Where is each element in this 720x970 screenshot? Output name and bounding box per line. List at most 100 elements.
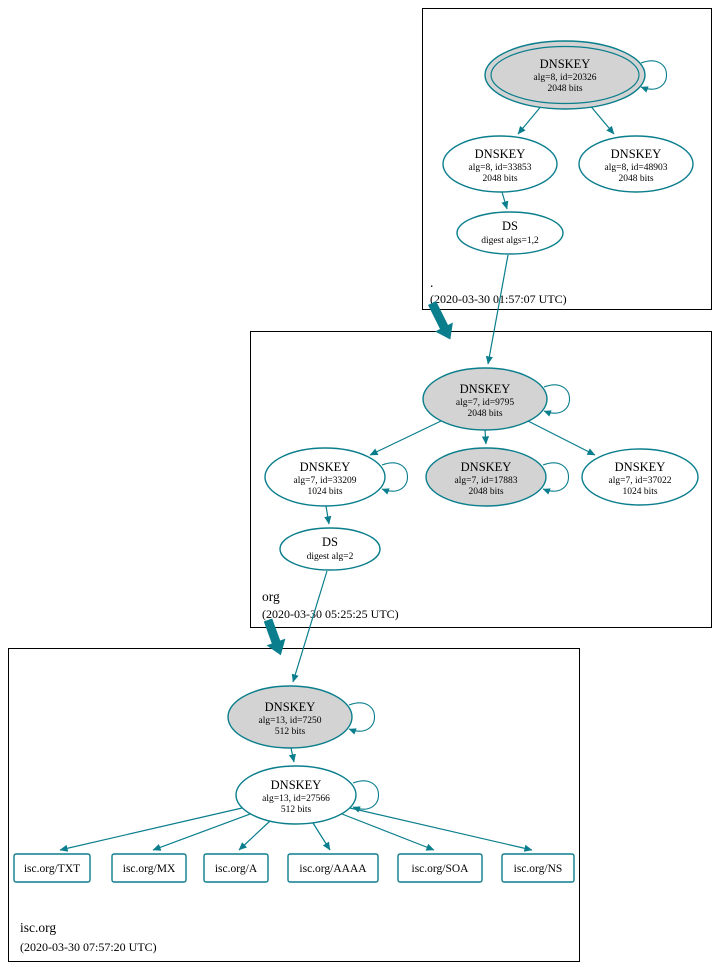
root-ksk-alg: alg=8, id=20326: [534, 73, 597, 83]
org-ksk-bits: 2048 bits: [467, 409, 502, 419]
zone-timestamp-org: (2020-03-30 05:25:25 UTC): [262, 607, 399, 621]
rrset-mx-label: isc.org/MX: [123, 863, 176, 875]
rrset-a-box: [203, 853, 269, 883]
org-ds-digest: digest alg=2: [307, 552, 354, 562]
edge-org-ds-to-isc-ksk: [291, 570, 328, 683]
selfloop-org-key33209: [381, 462, 409, 495]
org-ds-ellipse: [279, 527, 381, 571]
rrset-aaaa-box: [287, 853, 379, 883]
org-key33209-alg: alg=7, id=33209: [294, 476, 357, 486]
node-org-key33209: DNSKEY alg=7, id=33209 1024 bits: [264, 447, 386, 507]
root-key33853-type: DNSKEY: [475, 147, 526, 161]
org-ksk-type: DNSKEY: [460, 382, 511, 396]
isc-zsk-bits: 512 bits: [281, 805, 312, 815]
org-key17883-bits: 2048 bits: [468, 487, 503, 497]
edge-org-ksk-to-key17883: [481, 429, 490, 445]
rrset-txt-box: [13, 853, 91, 883]
node-org-ds: DS digest alg=2: [279, 527, 381, 571]
node-isc-zsk: DNSKEY alg=13, id=27566 512 bits: [235, 765, 357, 825]
node-rrset-txt: isc.org/TXT: [13, 853, 91, 883]
root-key48903-bits: 2048 bits: [618, 174, 653, 184]
selfloop-isc-zsk: [352, 780, 380, 813]
zone-timestamp-root: (2020-03-30 01:57:07 UTC): [430, 292, 567, 306]
edge-root-ksk-to-key33853: [517, 103, 544, 135]
root-ds-digest: digest algs=1,2: [481, 236, 539, 246]
isc-zsk-ellipse: [235, 765, 357, 825]
rrset-mx-box: [111, 853, 187, 883]
edge-isc-zsk-to-aaaa: [312, 822, 331, 851]
org-ksk-alg: alg=7, id=9795: [456, 398, 514, 408]
edge-isc-ksk-to-zsk: [288, 747, 296, 763]
node-org-key37022: DNSKEY alg=7, id=37022 1024 bits: [581, 448, 699, 506]
isc-ksk-type: DNSKEY: [265, 700, 316, 714]
zone-label-isc-org: isc.org: [20, 920, 56, 935]
zone-box-root: [422, 8, 712, 310]
rrset-soa-label: isc.org/SOA: [412, 863, 470, 875]
selfloop-org-key17883: [542, 462, 570, 495]
zone-box-isc-org: [8, 648, 580, 962]
node-root-ksk: DNSKEY alg=8, id=20326 2048 bits: [484, 40, 646, 110]
node-rrset-aaaa: isc.org/AAAA: [287, 853, 379, 883]
org-key37022-bits: 1024 bits: [622, 487, 657, 497]
isc-ksk-bits: 512 bits: [275, 727, 306, 737]
root-key33853-ellipse: [442, 135, 558, 193]
org-key17883-alg: alg=7, id=17883: [455, 476, 518, 486]
edge-isc-zsk-to-mx: [152, 813, 251, 851]
org-key33209-ellipse: [264, 447, 386, 507]
root-key48903-type: DNSKEY: [611, 147, 662, 161]
zone-label-root: .: [430, 275, 433, 290]
rrset-ns-label: isc.org/NS: [514, 863, 563, 875]
root-key48903-ellipse: [578, 135, 694, 193]
node-isc-ksk: DNSKEY alg=13, id=7250 512 bits: [227, 685, 353, 749]
delegation-arrow-root-to-org: [428, 301, 453, 340]
org-key33209-type: DNSKEY: [300, 460, 351, 474]
node-org-ksk: DNSKEY alg=7, id=9795 2048 bits: [422, 367, 548, 431]
org-ksk-ellipse: [422, 367, 548, 431]
org-key17883-type: DNSKEY: [461, 460, 512, 474]
node-root-ds: DS digest algs=1,2: [456, 211, 564, 255]
isc-zsk-alg: alg=13, id=27566: [262, 794, 330, 804]
isc-ksk-alg: alg=13, id=7250: [259, 716, 322, 726]
node-rrset-a: isc.org/A: [203, 853, 269, 883]
node-rrset-ns: isc.org/NS: [501, 853, 575, 883]
zone-label-org: org: [262, 589, 280, 604]
rrset-aaaa-label: isc.org/AAAA: [299, 863, 367, 875]
zone-timestamp-isc-org: (2020-03-30 07:57:20 UTC): [20, 940, 157, 954]
root-ksk-ellipse-outer: [484, 40, 646, 110]
edge-isc-zsk-to-a: [238, 820, 271, 851]
node-rrset-mx: isc.org/MX: [111, 853, 187, 883]
node-org-key17883: DNSKEY alg=7, id=17883 2048 bits: [425, 447, 547, 507]
edge-isc-zsk-to-ns: [349, 807, 533, 852]
edge-root-ds-to-org-ksk: [485, 254, 509, 365]
edge-isc-zsk-to-txt: [59, 807, 243, 852]
org-key37022-alg: alg=7, id=37022: [609, 476, 672, 486]
root-key33853-bits: 2048 bits: [482, 174, 517, 184]
node-root-key33853: DNSKEY alg=8, id=33853 2048 bits: [442, 135, 558, 193]
edge-org-ksk-to-key33209: [369, 420, 442, 456]
selfloop-root-ksk: [640, 60, 668, 93]
node-rrset-soa: isc.org/SOA: [397, 853, 483, 883]
edge-root-ksk-to-key48903: [587, 102, 615, 135]
org-ds-type: DS: [322, 535, 338, 549]
rrset-txt-label: isc.org/TXT: [24, 863, 80, 875]
rrset-a-label: isc.org/A: [215, 863, 258, 875]
rrset-ns-box: [501, 853, 575, 883]
root-ds-ellipse: [456, 211, 564, 255]
edge-org-key33209-to-ds: [324, 505, 332, 525]
isc-ksk-ellipse: [227, 685, 353, 749]
node-root-key48903: DNSKEY alg=8, id=48903 2048 bits: [578, 135, 694, 193]
root-key48903-alg: alg=8, id=48903: [605, 163, 668, 173]
root-ksk-ellipse-inner: [490, 45, 640, 105]
edge-root-key33853-to-ds: [501, 191, 509, 210]
org-key37022-type: DNSKEY: [615, 460, 666, 474]
rrset-soa-box: [397, 853, 483, 883]
org-key37022-ellipse: [581, 448, 699, 506]
zone-box-org: [250, 331, 712, 628]
root-key33853-alg: alg=8, id=33853: [469, 163, 532, 173]
isc-zsk-type: DNSKEY: [271, 778, 322, 792]
selfloop-isc-ksk: [348, 702, 376, 735]
edge-org-ksk-to-key37022: [527, 420, 596, 456]
root-ksk-type: DNSKEY: [540, 57, 591, 71]
